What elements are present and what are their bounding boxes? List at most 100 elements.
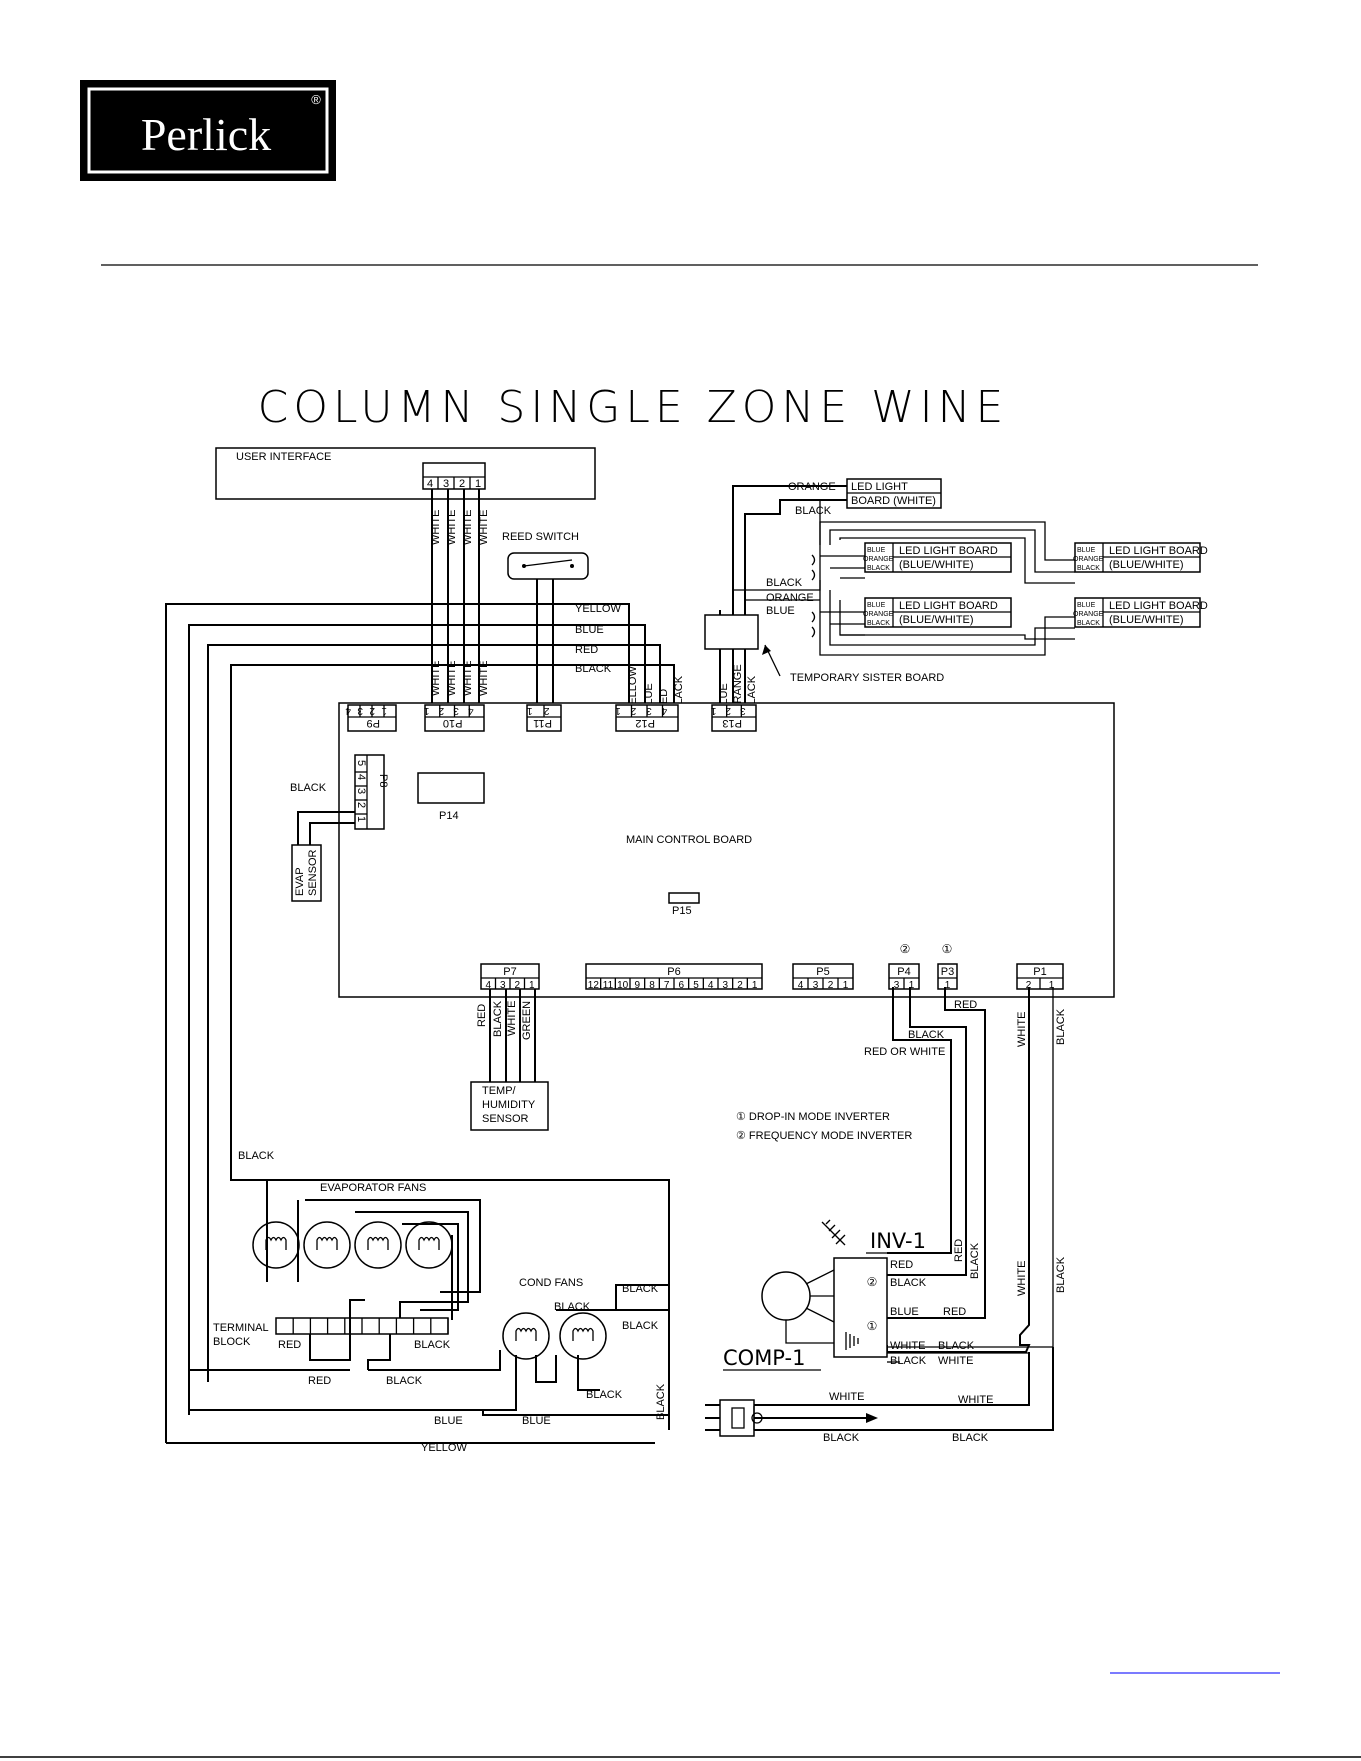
svg-text:BLACK: BLACK [867,565,890,572]
user-interface-label: USER INTERFACE [236,451,331,463]
svg-text:P7: P7 [503,966,516,978]
evaporator-fan [354,1221,402,1269]
svg-text:LED LIGHT BOARD: LED LIGHT BOARD [1109,545,1208,557]
ui-wire-labels: WHITE WHITE WHITE WHITE WHITE WHITE WHIT… [430,510,490,696]
diagram-title: COLUMN SINGLE ZONE WINE [258,382,1009,433]
svg-text:ORANGE: ORANGE [1073,611,1104,618]
svg-text:LED LIGHT BOARD: LED LIGHT BOARD [899,545,998,557]
svg-text:4: 4 [798,980,804,991]
inverter-inv-1 [833,1257,888,1358]
svg-text:BLACK: BLACK [290,782,327,794]
temporary-sister-board [704,614,759,650]
svg-text:RED: RED [476,1004,488,1027]
svg-text:1: 1 [909,980,915,991]
svg-text:BLACK: BLACK [1077,565,1100,572]
svg-text:GREEN: GREEN [521,1001,533,1040]
svg-text:BLACK: BLACK [938,1340,975,1352]
svg-text:BLACK: BLACK [908,1029,945,1041]
svg-text:1: 1 [945,980,951,991]
svg-text:①: ① [942,942,953,956]
svg-text:WHITE: WHITE [430,661,442,696]
svg-text:BLACK: BLACK [890,1355,927,1367]
legend-item-1: ① DROP-IN MODE INVERTER [736,1111,890,1123]
svg-text:WHITE: WHITE [462,661,474,696]
svg-text:WHITE: WHITE [1016,1012,1028,1047]
svg-text:BLACK: BLACK [238,1150,275,1162]
ui-pin: 3 [443,478,449,490]
svg-text:WHITE: WHITE [1016,1261,1028,1296]
svg-text:HUMIDITY: HUMIDITY [482,1099,536,1111]
sister-board-label: TEMPORARY SISTER BOARD [790,672,944,684]
svg-text:2: 2 [544,705,550,716]
svg-text:3: 3 [813,980,819,991]
svg-text:2: 2 [630,705,636,716]
svg-text:1: 1 [381,705,387,716]
svg-text:RED: RED [308,1375,331,1387]
svg-text:BLUE: BLUE [575,624,604,636]
evap-fan-wiring [266,1180,481,1320]
perlick-logo: Perlick ® [80,80,336,181]
connector-p13 [711,704,757,732]
svg-text:SENSOR: SENSOR [482,1113,529,1125]
evaporator-fan [405,1221,453,1269]
svg-text:2: 2 [369,705,375,716]
svg-text:P11: P11 [533,717,552,729]
evap-sensor [291,844,322,902]
svg-text:P3: P3 [941,966,954,978]
ui-pin: 2 [459,478,465,490]
reed-switch-label: REED SWITCH [502,531,579,543]
svg-text:②: ② [900,942,911,956]
svg-text:WHITE: WHITE [938,1355,973,1367]
svg-text:RED: RED [575,644,598,656]
svg-text:P14: P14 [439,810,459,822]
logo-text: Perlick [141,109,271,160]
svg-text:3: 3 [894,980,900,991]
svg-text:1: 1 [710,705,716,716]
svg-text:WHITE: WHITE [446,661,458,696]
inverter-label: INV-1 [870,1229,926,1253]
svg-text:P9: P9 [367,717,380,729]
connector-p4 [888,963,920,990]
svg-text:BLACK: BLACK [414,1339,451,1351]
svg-text:4: 4 [345,705,351,716]
svg-text:8: 8 [649,980,655,991]
svg-text:RED: RED [953,1239,965,1262]
svg-text:1: 1 [529,980,535,991]
svg-text:2: 2 [514,980,520,991]
svg-text:BLACK: BLACK [952,1432,989,1444]
svg-text:YELLOW: YELLOW [575,603,621,615]
svg-text:4: 4 [661,705,667,716]
svg-text:LED LIGHT: LED LIGHT [851,481,908,493]
svg-text:YELLOW: YELLOW [421,1442,467,1454]
svg-text:BLACK: BLACK [795,505,832,517]
svg-text:YELLOW: YELLOW [627,666,639,712]
svg-text:LED LIGHT BOARD: LED LIGHT BOARD [1109,600,1208,612]
main-board-label: MAIN CONTROL BOARD [626,834,752,846]
ui-pin: 1 [475,478,481,490]
svg-text:LED LIGHT BOARD: LED LIGHT BOARD [899,600,998,612]
svg-text:1: 1 [527,705,533,716]
svg-text:EVAPORATOR FANS: EVAPORATOR FANS [320,1182,426,1194]
svg-text:RED: RED [890,1259,913,1271]
svg-text:3: 3 [500,980,506,991]
svg-text:WHITE: WHITE [478,661,490,696]
svg-text:(BLUE/WHITE): (BLUE/WHITE) [899,614,974,626]
compressor-ground-icon [845,1332,859,1350]
svg-text:BLACK: BLACK [1055,1008,1067,1045]
svg-text:P10: P10 [443,717,463,729]
svg-text:1: 1 [843,980,849,991]
ui-pin: 4 [427,478,433,490]
svg-text:P15: P15 [672,905,692,917]
condenser-fan [502,1312,550,1360]
svg-text:WHITE: WHITE [506,1001,518,1036]
svg-text:BLUE: BLUE [1077,547,1096,554]
svg-text:BLUE: BLUE [522,1415,551,1427]
svg-text:3: 3 [723,980,729,991]
svg-text:BLACK: BLACK [492,1000,504,1037]
main-control-board [338,702,1115,998]
svg-text:5: 5 [355,760,367,766]
svg-text:4: 4 [485,980,491,991]
svg-text:BLACK: BLACK [655,1383,667,1420]
svg-text:RED: RED [943,1306,966,1318]
svg-text:1: 1 [355,816,367,822]
